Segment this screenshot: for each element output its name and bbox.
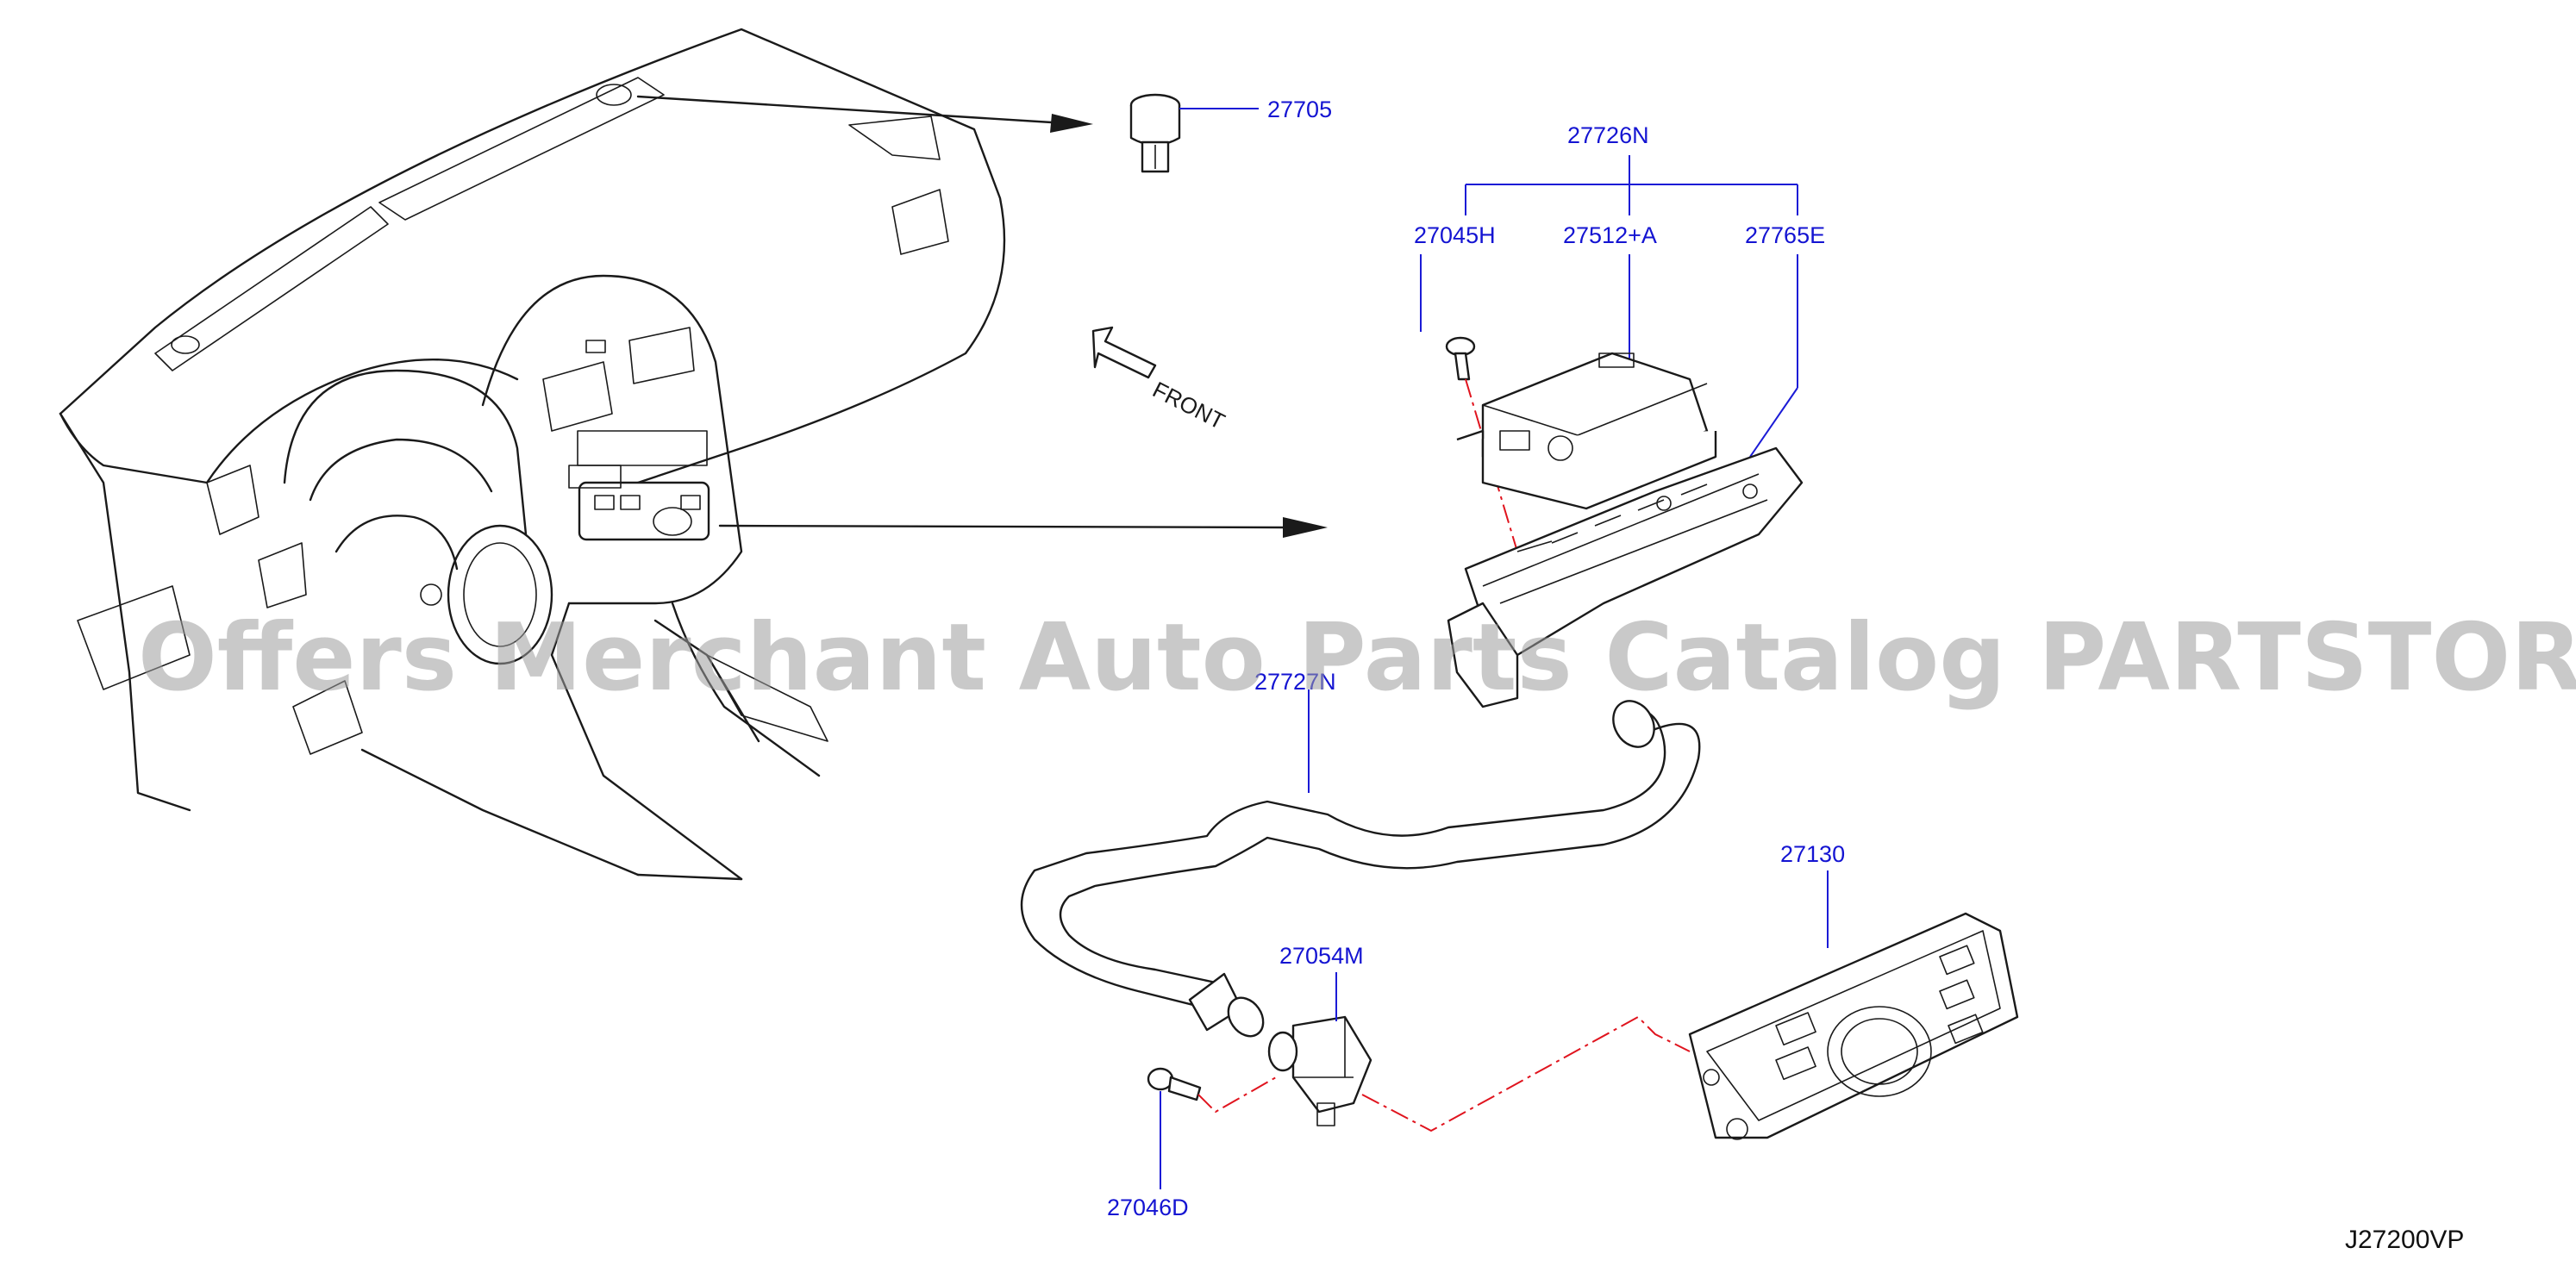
pointer-arrows <box>636 95 1328 538</box>
diagram-reference-code: J27200VP <box>2345 1226 2464 1254</box>
dashboard-illustration <box>59 28 1006 881</box>
part-27512A-control-unit <box>1456 352 1717 510</box>
part-27705-sensor: 27705 <box>1129 93 1332 173</box>
front-direction-indicator: FRONT <box>1091 326 1229 434</box>
front-label: FRONT <box>1148 377 1229 434</box>
part-label-27046D: 27046D <box>1107 1195 1189 1220</box>
part-27054M-connector: 27054M <box>1267 943 1372 1126</box>
part-label-27054M: 27054M <box>1279 943 1364 969</box>
part-group-27726N: 27726N 27045H 27512+A 27765E <box>1414 122 1825 458</box>
part-27046D-screw: 27046D <box>1107 1067 1202 1220</box>
part-27727N-aspirator-hose: 27727N <box>1020 669 1701 1038</box>
part-label-27130: 27130 <box>1780 841 1845 867</box>
assembly-lines <box>1197 1015 1691 1132</box>
part-label-27045H: 27045H <box>1414 222 1496 248</box>
part-label-27727N: 27727N <box>1254 669 1336 695</box>
part-27765E-bracket <box>1447 446 1804 708</box>
part-label-27512A: 27512+A <box>1563 222 1657 248</box>
dash-hvac-control-icon <box>568 465 710 541</box>
part-label-27765E: 27765E <box>1745 222 1825 248</box>
front-arrow-icon <box>1091 326 1157 379</box>
part-27130-hvac-controller: 27130 <box>1688 841 2019 1140</box>
part-label-27726N: 27726N <box>1567 122 1649 148</box>
part-label-27705: 27705 <box>1267 97 1332 122</box>
watermark-text: Offers Merchant Auto Parts Catalog PARTS… <box>138 604 2576 712</box>
